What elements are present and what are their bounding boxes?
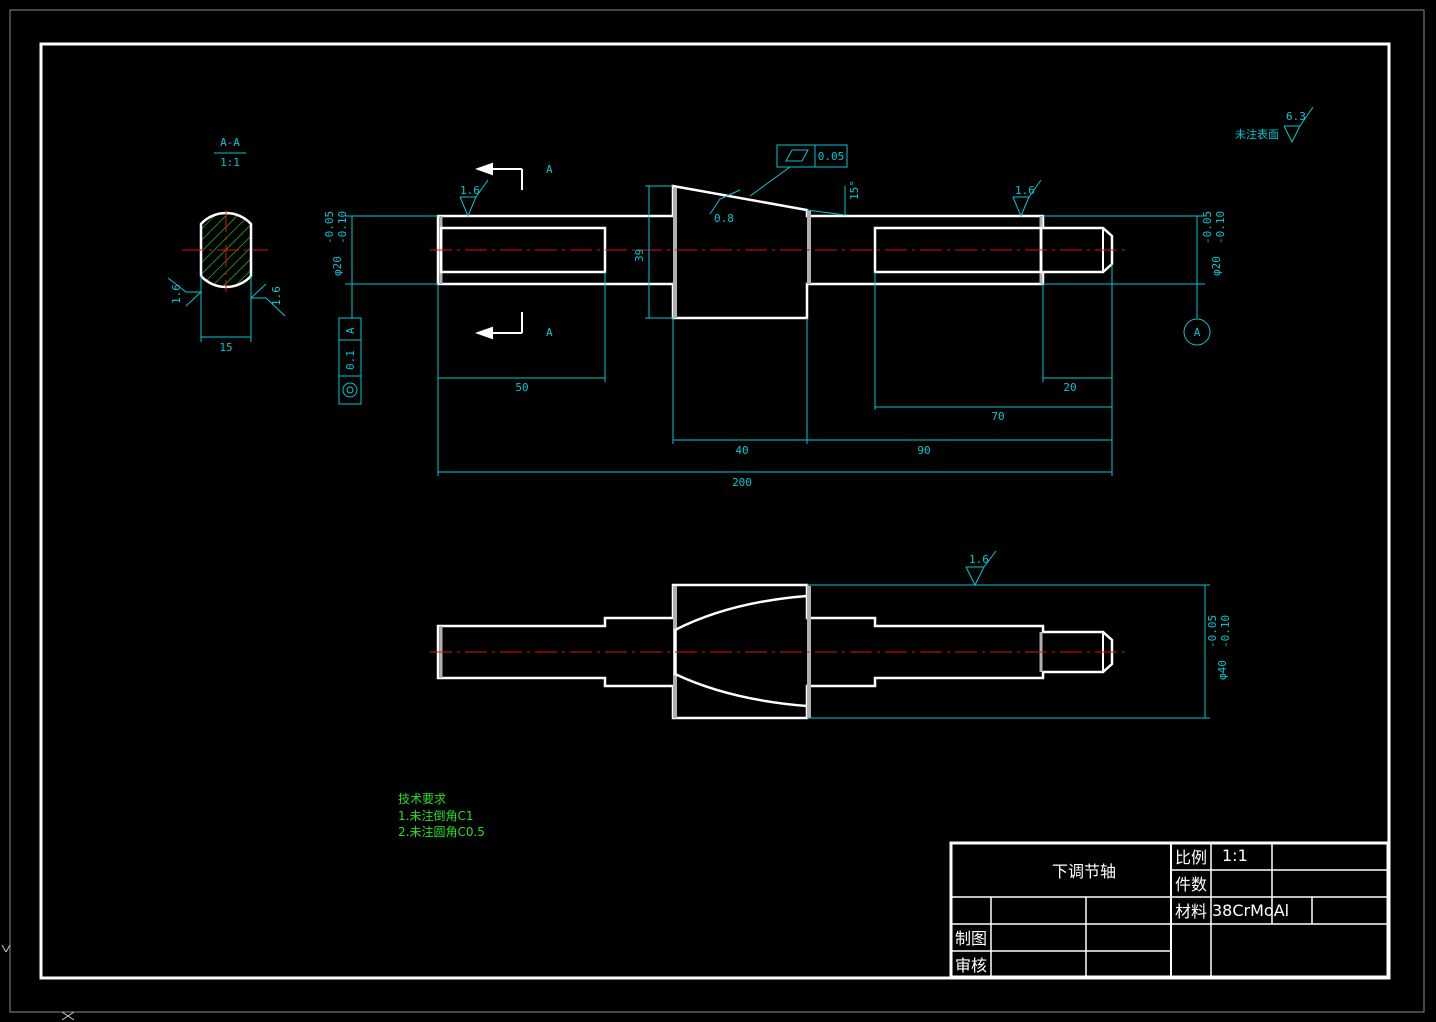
flatness-value: 0.05 bbox=[818, 150, 845, 163]
runout-datum: A bbox=[344, 327, 357, 334]
flatness-icon bbox=[785, 149, 809, 162]
material-value: 38CrMoAl bbox=[1212, 901, 1289, 920]
runout-frame bbox=[338, 317, 362, 405]
dim-40: 40 bbox=[735, 444, 748, 457]
tech-line2: 2.未注圆角C0.5 bbox=[398, 824, 485, 839]
section-arrow-bottom bbox=[475, 312, 523, 340]
right-shaft-roughness: 1.6 bbox=[1015, 184, 1035, 197]
dim-50: 50 bbox=[515, 381, 528, 394]
dim-70: 70 bbox=[991, 410, 1004, 423]
part-name: 下调节轴 bbox=[1052, 862, 1116, 881]
section-roughness-left: 1.6 bbox=[170, 284, 183, 304]
section-roughness-right: 1.6 bbox=[270, 286, 283, 306]
section-view-aa: A-A 1:1 15 1.6 1.6 bbox=[167, 136, 286, 354]
general-roughness-text: 未注表面 bbox=[1235, 127, 1279, 141]
dia40-lower: -0.10 bbox=[1219, 615, 1232, 648]
outer-border bbox=[9, 9, 1425, 1013]
dia40-upper: -0.05 bbox=[1206, 615, 1219, 648]
dia20-left-lower: -0.10 bbox=[336, 211, 349, 244]
runout-icon bbox=[342, 382, 358, 398]
dim-20: 20 bbox=[1063, 381, 1076, 394]
dia20-left-upper: -0.05 bbox=[323, 211, 336, 244]
dia20-right-lower: -0.10 bbox=[1214, 211, 1227, 244]
scale-value: 1:1 bbox=[1222, 846, 1248, 865]
dia20-left: φ20 bbox=[331, 256, 344, 276]
taper-roughness: 0.8 bbox=[714, 212, 734, 225]
title-block bbox=[949, 841, 1390, 979]
angle-dim: 15° bbox=[848, 180, 861, 200]
main-view: A A 0.05 0.8 15° 1.6 1.6 φ20 -0.05 -0.10 bbox=[323, 106, 1314, 489]
helical-groove bbox=[673, 594, 808, 708]
shaft-outline bbox=[436, 184, 1114, 320]
dia20-right-upper: -0.05 bbox=[1201, 211, 1214, 244]
section-width-dim: 15 bbox=[219, 341, 232, 354]
top-view: φ40 -0.05 -0.10 1.6 bbox=[430, 550, 1232, 720]
dim-39: 39 bbox=[633, 249, 646, 262]
section-label: A-A bbox=[220, 136, 240, 149]
drawn-label: 制图 bbox=[955, 929, 987, 948]
ucs-icon bbox=[1, 944, 75, 1021]
tech-title: 技术要求 bbox=[398, 792, 446, 806]
flatness-frame bbox=[776, 144, 848, 168]
tech-line1: 1.未注倒角C1 bbox=[398, 808, 473, 823]
general-roughness-value: 6.3 bbox=[1286, 110, 1306, 123]
scale-label: 比例 bbox=[1175, 848, 1207, 867]
material-label: 材料 bbox=[1175, 902, 1207, 921]
dia20-right: φ20 bbox=[1210, 256, 1223, 276]
datum-label: A bbox=[1194, 326, 1201, 339]
inner-frame bbox=[39, 42, 1391, 980]
section-scale: 1:1 bbox=[220, 156, 240, 169]
checked-label: 审核 bbox=[955, 956, 987, 975]
tech-requirements: 技术要求 1.未注倒角C1 2.未注圆角C0.5 bbox=[398, 792, 485, 839]
section-mark-bottom: A bbox=[546, 326, 553, 339]
lower-roughness: 1.6 bbox=[969, 553, 989, 566]
section-mark-top: A bbox=[546, 163, 553, 176]
datum-circle bbox=[1183, 318, 1211, 346]
dim-200: 200 bbox=[732, 476, 752, 489]
runout-value: 0.1 bbox=[344, 350, 357, 370]
dia40: φ40 bbox=[1216, 660, 1229, 680]
left-shaft-roughness: 1.6 bbox=[460, 184, 480, 197]
quantity-label: 件数 bbox=[1175, 875, 1207, 894]
dim-90: 90 bbox=[917, 444, 930, 457]
section-arrow-top bbox=[475, 162, 523, 190]
